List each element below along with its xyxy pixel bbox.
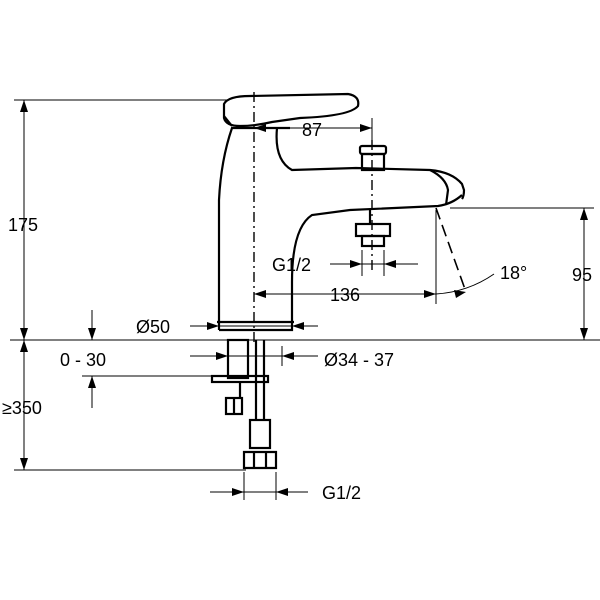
dim-base-diameter: [190, 322, 318, 330]
label-hole-diameter: Ø34 - 37: [324, 350, 394, 370]
lever-handle: [222, 92, 360, 128]
dim-height-total: [14, 99, 228, 340]
centerlines: [253, 92, 467, 346]
label-inlet-thread: G1/2: [322, 483, 361, 503]
dim-spout-height: [450, 207, 594, 340]
faucet-body: [217, 126, 466, 332]
dim-handle-offset: [254, 118, 373, 146]
under-deck-fittings: [210, 338, 278, 470]
label-deck-thickness: 0 - 30: [60, 350, 106, 370]
label-height-total: 175: [8, 215, 38, 235]
label-spout-reach: 136: [330, 285, 360, 305]
outlet-nozzle: [354, 210, 392, 248]
label-spout-angle: 18°: [500, 263, 527, 283]
label-handle-offset: 87: [302, 120, 322, 140]
dim-hole-diameter: [190, 346, 318, 366]
diverter-knob: [358, 144, 388, 172]
dim-hose-length: [14, 340, 246, 471]
dim-spout-angle: [435, 273, 495, 298]
label-outlet-thread: G1/2: [272, 255, 311, 275]
label-spout-height: 95: [572, 265, 592, 285]
dim-outlet-thread: [330, 250, 418, 276]
dim-inlet-thread: [210, 472, 308, 500]
label-hose-length: ≥350: [2, 398, 42, 418]
dim-spout-reach: [254, 210, 437, 304]
label-base-diameter: Ø50: [136, 317, 170, 337]
dim-deck-thickness: [82, 310, 214, 408]
